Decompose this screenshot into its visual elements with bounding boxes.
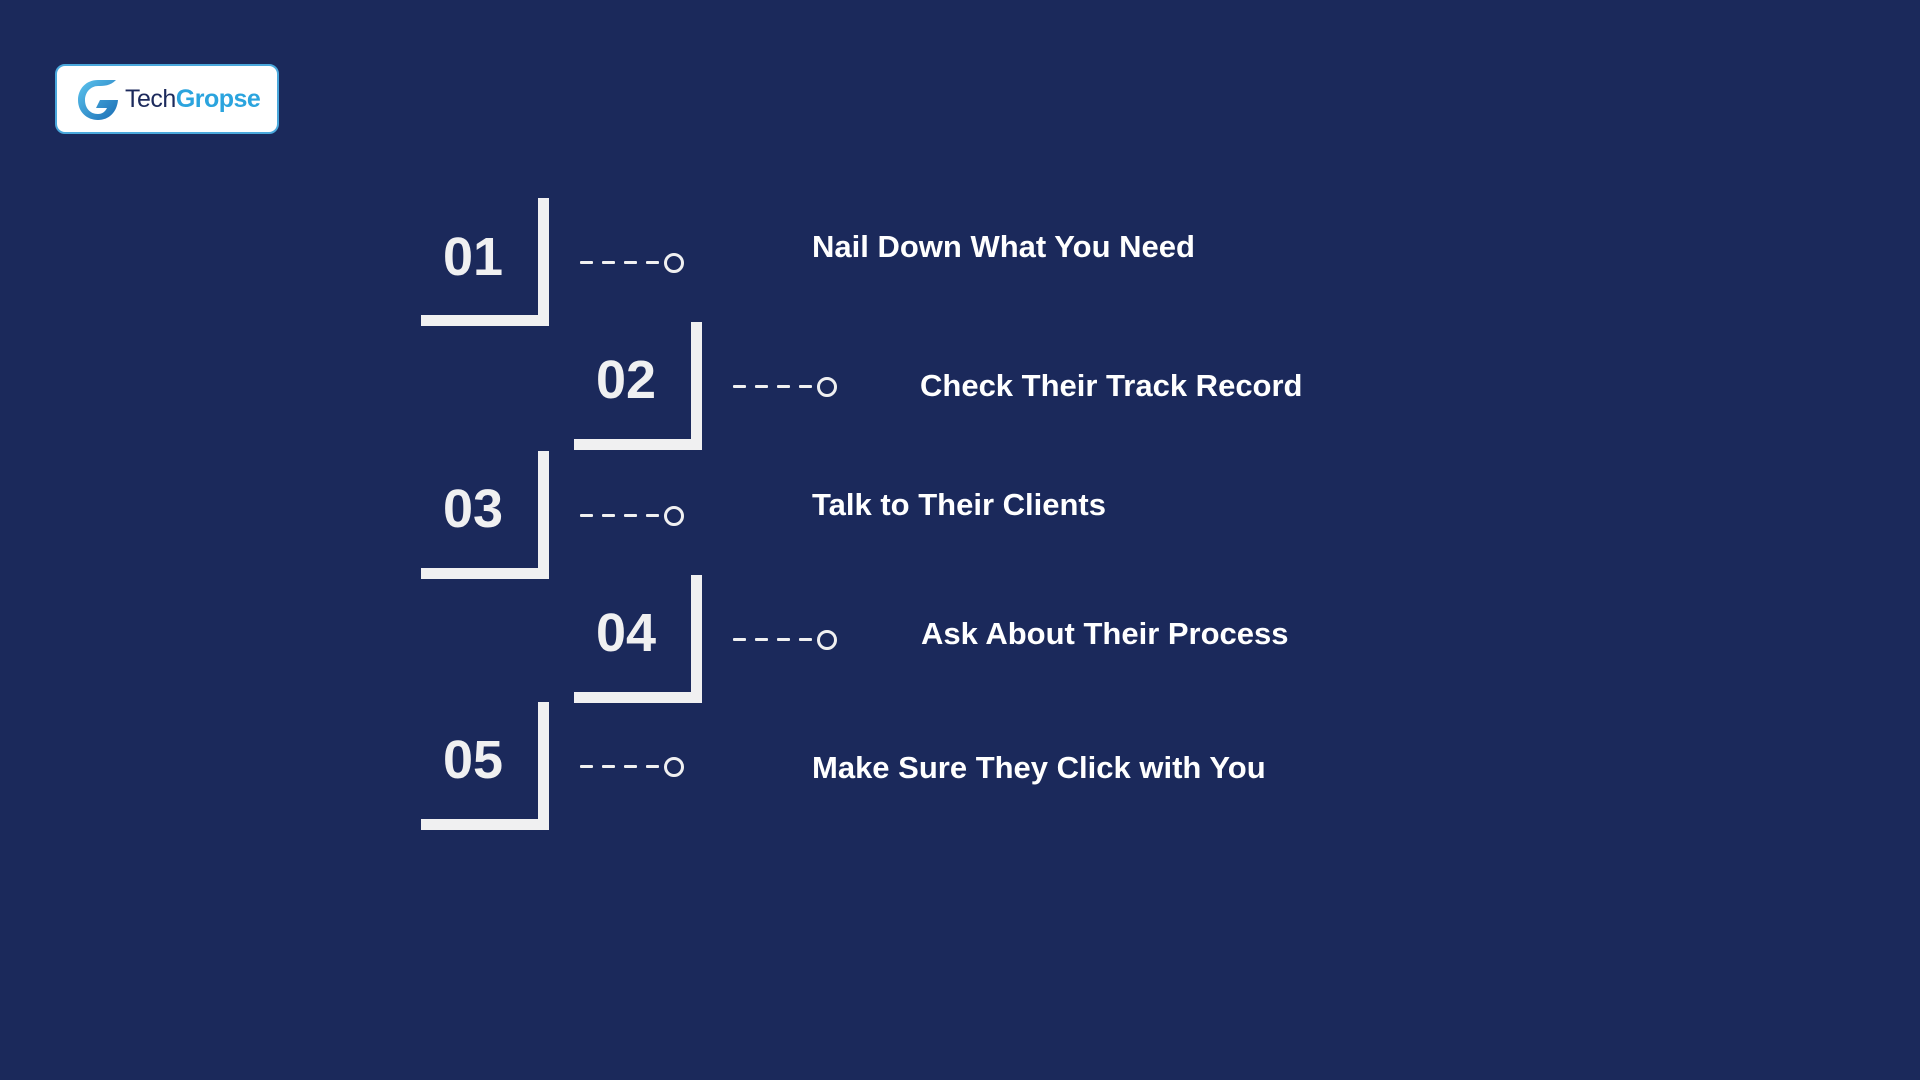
- step-01-connector: [580, 253, 684, 273]
- dash: [799, 385, 812, 388]
- step-05-bracket-vertical: [538, 702, 549, 830]
- dash: [777, 385, 790, 388]
- dash: [646, 765, 659, 768]
- logo-text-gropse: Gropse: [175, 85, 261, 113]
- step-01-bracket-horizontal: [421, 315, 549, 326]
- dash: [755, 638, 768, 641]
- dash: [624, 261, 637, 264]
- step-02-bracket-vertical: [691, 322, 702, 450]
- step-02-bracket-horizontal: [574, 439, 702, 450]
- dash: [624, 514, 637, 517]
- step-03-number: 03: [442, 479, 504, 539]
- dash: [733, 385, 746, 388]
- step-01-bracket-vertical: [538, 198, 549, 326]
- dash: [646, 514, 659, 517]
- step-04-label: Ask About Their Process: [921, 616, 1289, 651]
- step-03-connector: [580, 506, 684, 526]
- techgropse-logo: TechGropse: [55, 64, 279, 134]
- g-logo-icon: [78, 80, 118, 120]
- dash: [646, 261, 659, 264]
- step-02-number: 02: [595, 350, 657, 410]
- step-04-connector: [733, 630, 837, 650]
- step-04-bracket-horizontal: [574, 692, 702, 703]
- circle-node-icon: [664, 253, 684, 273]
- dash: [777, 638, 790, 641]
- circle-node-icon: [664, 506, 684, 526]
- step-04-bracket-vertical: [691, 575, 702, 703]
- dash: [580, 514, 593, 517]
- step-02-label: Check Their Track Record: [920, 368, 1303, 403]
- step-03-bracket-vertical: [538, 451, 549, 579]
- dash: [602, 514, 615, 517]
- circle-node-icon: [664, 757, 684, 777]
- dash: [624, 765, 637, 768]
- step-05-label: Make Sure They Click with You: [812, 750, 1266, 785]
- circle-node-icon: [817, 630, 837, 650]
- dash: [602, 765, 615, 768]
- circle-node-icon: [817, 377, 837, 397]
- step-01-label: Nail Down What You Need: [812, 229, 1195, 264]
- logo-wordmark: TechGropse: [125, 84, 261, 114]
- dash: [602, 261, 615, 264]
- dash: [799, 638, 812, 641]
- dash: [580, 765, 593, 768]
- dash: [755, 385, 768, 388]
- step-03-bracket-horizontal: [421, 568, 549, 579]
- step-04-number: 04: [595, 603, 657, 663]
- logo-text-tech: Tech: [125, 85, 176, 113]
- dash: [580, 261, 593, 264]
- step-02-connector: [733, 377, 837, 397]
- dash: [733, 638, 746, 641]
- step-05-number: 05: [442, 730, 504, 790]
- step-03-label: Talk to Their Clients: [812, 487, 1106, 522]
- step-05-connector: [580, 757, 684, 777]
- step-05-bracket-horizontal: [421, 819, 549, 830]
- step-01-number: 01: [442, 227, 504, 287]
